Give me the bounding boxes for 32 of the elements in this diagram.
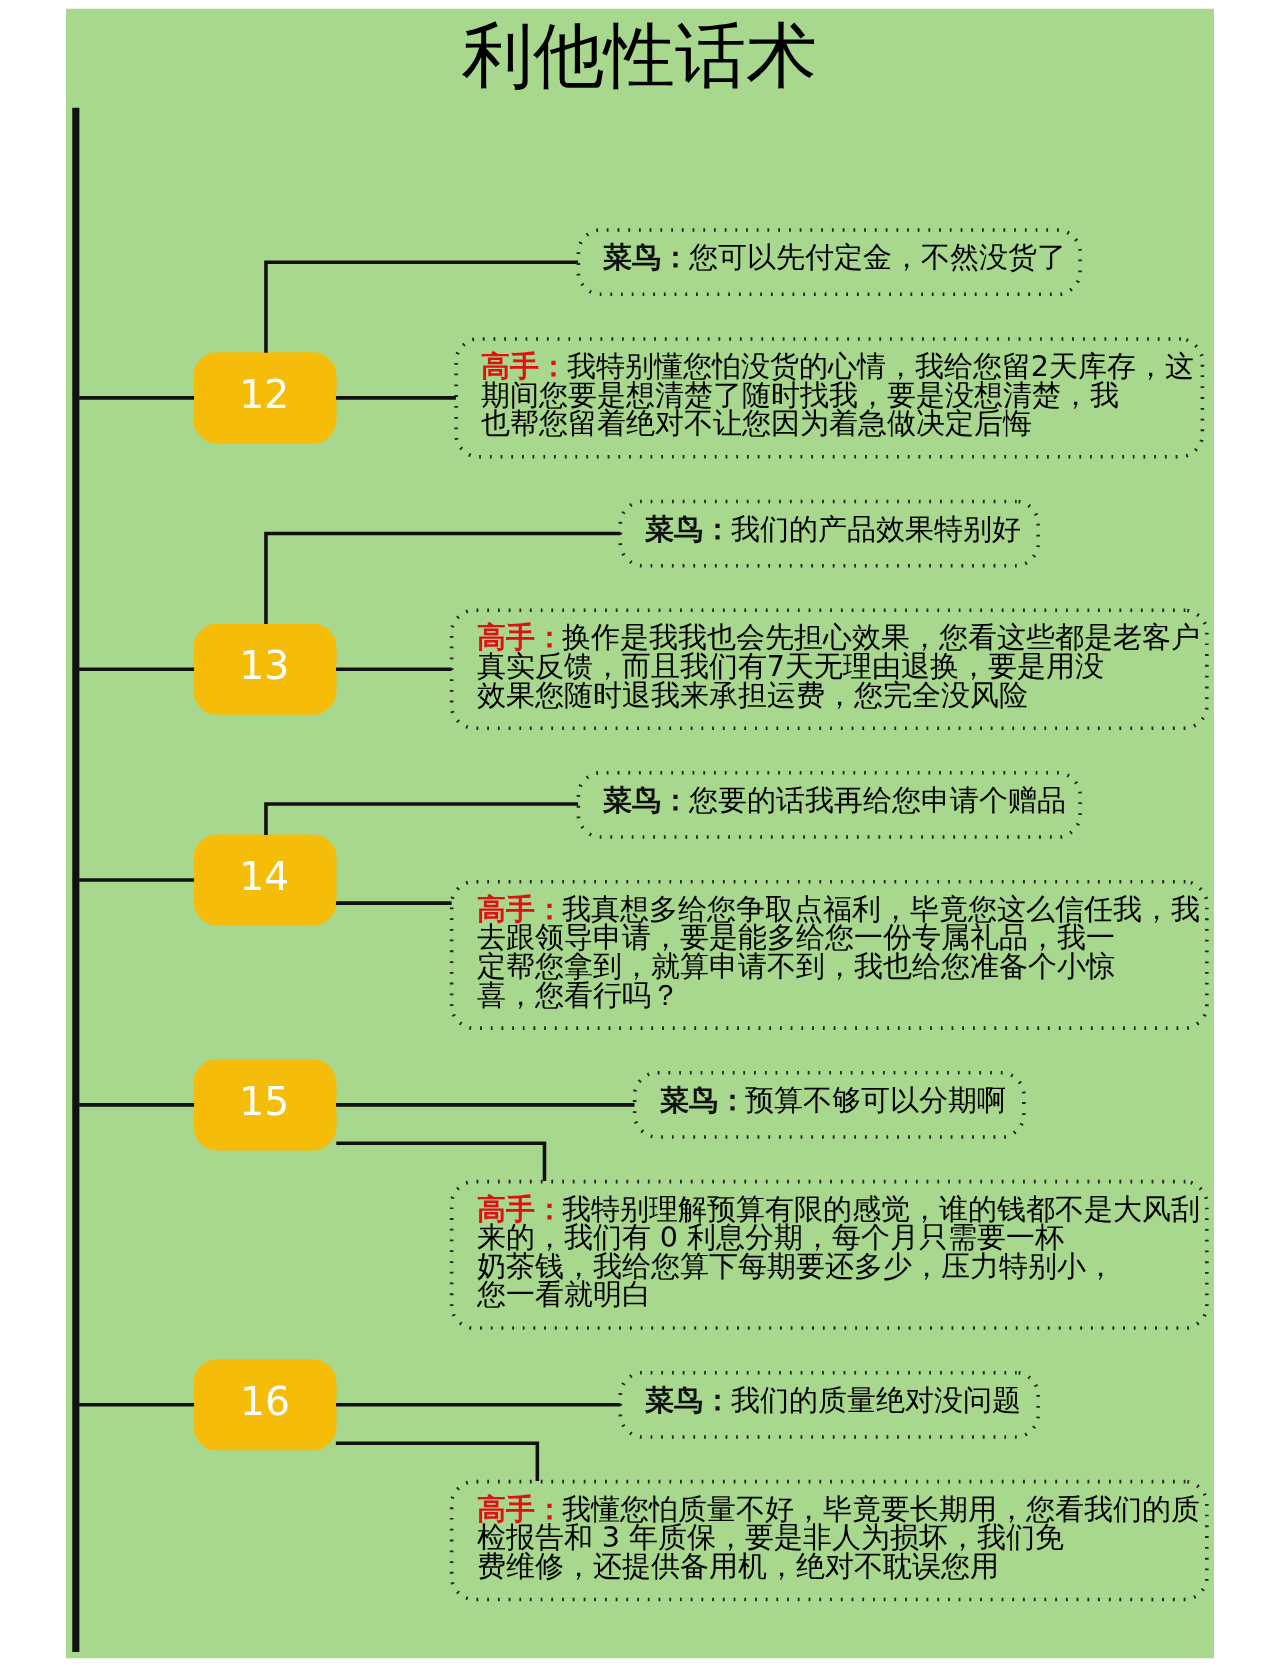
node-box: 16 [193,1359,337,1451]
connector [264,260,579,353]
connector [79,878,195,882]
node-box: 菜鸟：您可以先付定金，不然没货了 [576,228,1082,297]
connector [79,1403,195,1407]
connector [264,802,579,835]
node-box: 12 [193,352,337,444]
connector [336,1141,547,1182]
connector [335,667,452,672]
node-box: 14 [193,834,337,926]
node-box: 菜鸟：预算不够可以分期啊 [632,1070,1026,1139]
node-box: 高手：换作是我我也会先担心效果，您看这些都是老客户真实反馈，而且我们有7天无理由退换，要是用没效果您随时退我来承担运费，您完全没风险 [449,608,1209,730]
node-box: 高手：我特别懂您怕没货的心情，我给您留2天库存，这期间您要是想清楚了随时找我，要是没想清楚，我也帮您留着绝对不让您因为着急做决定后悔 [454,337,1205,459]
connector [335,1103,635,1107]
node-box: 高手：我特别理解预算有限的感觉，谁的钱都不是大风刮来的，我们有 0 利息分期，每个月只需要一杯奶茶钱，我给您算下每期要还多少，压力特别小，您一看就明白 [449,1179,1209,1330]
node-bar [72,107,80,1653]
node-box: 菜鸟：我们的质量绝对没问题 [618,1370,1040,1439]
node-box: 菜鸟：我们的产品效果特别好 [618,499,1040,568]
connector [79,396,195,400]
node-box: 高手：我懂您怕质量不好，毕竟要长期用，您看我们的质检报告和 3 年质保，要是非人为损坏，我们免费维修，还提供备用机，绝对不耽误您用 [449,1479,1209,1602]
node-box: 高手：我真想多给您争取点福利，毕竟您这么信任我，我去跟领导申请，要是能多给您一份专属礼品，我一定帮您拿到，就算申请不到，我也给您准备个小惊喜，您看行吗？ [449,879,1209,1030]
connector [335,901,452,905]
connector [335,1403,621,1407]
node-box: 15 [193,1059,337,1151]
connector [264,531,621,625]
connector [79,667,195,672]
node-box: 13 [193,623,337,715]
node-box: 菜鸟：您要的话我再给您申请个赠品 [576,771,1082,839]
connector [335,396,456,400]
connector [335,1441,540,1482]
diagram-title: 利他性话术 [462,14,818,98]
connector [79,1103,195,1107]
